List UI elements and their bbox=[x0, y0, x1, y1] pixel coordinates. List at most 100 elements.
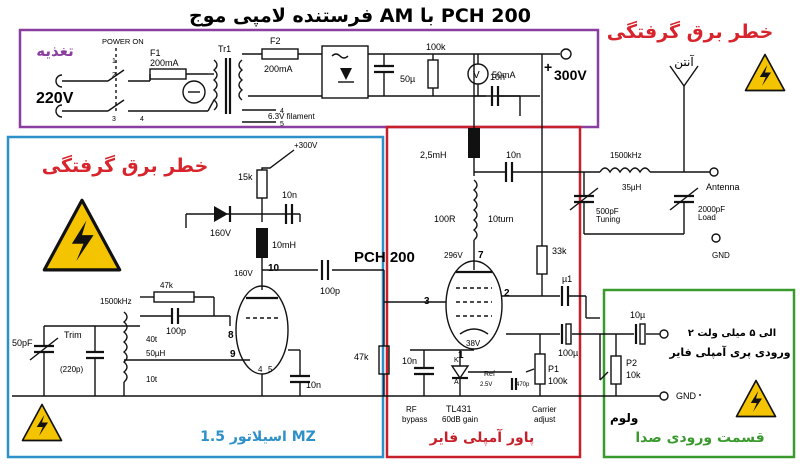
carrier-adjust-label-1: Carrier bbox=[532, 405, 557, 414]
osc-pin-10: 10 bbox=[268, 263, 280, 274]
power-on-label: POWER ON bbox=[102, 37, 144, 46]
ground-icon bbox=[711, 233, 721, 243]
power-amp-box bbox=[385, 125, 582, 459]
audio-input-circuit: 10µ ۲ الی ۵ میلی ولت ورودی پری آمپلی فای… bbox=[599, 310, 791, 426]
power-amp-label: پاور آمپلی فایر bbox=[429, 428, 534, 446]
osc-node-160-label: 160V bbox=[234, 269, 253, 278]
svg-text:+: + bbox=[544, 59, 552, 75]
antenna-freq: 1500kHz bbox=[610, 151, 642, 160]
tuning-cap-value: 500pF bbox=[596, 207, 619, 216]
hazard-icon bbox=[21, 403, 63, 442]
amp-p1-value: 100k bbox=[548, 376, 568, 386]
page-title: فرستنده لامپی موج AM با PCH 200 bbox=[189, 5, 531, 27]
antenna-persian-label: آنتن bbox=[674, 54, 694, 70]
warning-text-oscillator: خطر برق گرفتگی bbox=[42, 154, 209, 177]
warning-text-top: خطر برق گرفتگی bbox=[607, 20, 774, 43]
rf-bypass-label-1: RF bbox=[406, 405, 417, 414]
amp-cmu1-label: µ1 bbox=[562, 274, 572, 284]
power-amp-circuit: 10n 2,5mH 10n 100R 10turn 296V 7 2 3 1 3… bbox=[354, 54, 600, 424]
amp-pin-1: 1 bbox=[458, 350, 464, 361]
osc-pin-5: 5 bbox=[268, 365, 273, 374]
osc-c10n-bottom-label: 10n bbox=[306, 380, 321, 390]
audio-gnd-label: GND bbox=[676, 391, 697, 401]
osc-pin-8: 8 bbox=[228, 330, 234, 341]
amp-p1-label: P1 bbox=[548, 364, 559, 374]
load-cap-value: 2000pF bbox=[698, 205, 725, 214]
osc-choke-label: 10mH bbox=[272, 240, 296, 250]
tube-model-label: PCH 200 bbox=[354, 249, 415, 266]
tuning-cap-label: Tuning bbox=[596, 215, 620, 224]
switch-pin-1: 1 bbox=[112, 58, 116, 65]
amp-pin-2: 2 bbox=[504, 288, 510, 299]
audio-c10u-label: 10µ bbox=[630, 310, 645, 320]
audio-p2-label: P2 bbox=[626, 358, 637, 368]
tl431-label: TL431 bbox=[446, 404, 472, 414]
filament-label: 6.3V filament bbox=[268, 112, 315, 121]
meter-label: 50mA bbox=[492, 70, 516, 80]
osc-pin-9: 9 bbox=[230, 349, 236, 360]
antenna-terminal-label: Antenna bbox=[706, 182, 740, 192]
osc-r47k-label: 47k bbox=[160, 281, 174, 290]
hazard-icon bbox=[735, 379, 777, 418]
osc-coupling-label: 100p bbox=[320, 286, 340, 296]
osc-c50pf-label: 50pF bbox=[12, 338, 33, 348]
osc-r15k-label: 15k bbox=[238, 172, 253, 182]
power-supply-label: تغذیه bbox=[36, 42, 74, 60]
audio-level-note-1: ۲ الی ۵ میلی ولت bbox=[688, 328, 776, 339]
tube-icon bbox=[235, 285, 289, 375]
tl431-k: K bbox=[454, 357, 459, 364]
amp-r47k-label: 47k bbox=[354, 352, 369, 362]
tl431-v25: 2.5V bbox=[480, 382, 492, 388]
oscillator-circuit: +300V 15k 160V 10n 10mH 160V 10 100p 8 9… bbox=[12, 141, 384, 396]
carrier-adjust-label-2: adjust bbox=[534, 415, 556, 424]
fuse-f1-rating: 200mA bbox=[150, 58, 179, 68]
mains-voltage: 220V bbox=[36, 90, 74, 107]
osc-coil-50uh: 50µH bbox=[146, 349, 166, 358]
osc-coil-10t: 10t bbox=[146, 375, 158, 384]
transformer-label: Tr1 bbox=[218, 44, 231, 54]
tl431-ref: Ref bbox=[484, 371, 495, 378]
amp-pin-7: 7 bbox=[478, 250, 484, 261]
osc-coil-40t: 40t bbox=[146, 335, 158, 344]
audio-level-note-2: ورودی پری آمپلی فایر bbox=[668, 345, 790, 359]
amp-choke-label: 2,5mH bbox=[420, 150, 447, 160]
volume-label: ولوم bbox=[610, 411, 638, 426]
tl431-a: A bbox=[454, 379, 459, 386]
fuse-f2-rating: 200mA bbox=[264, 64, 293, 74]
hv-label: 300V bbox=[554, 67, 587, 83]
fuse-f2-label: F2 bbox=[270, 36, 281, 46]
tl431-gain: 60dB gain bbox=[442, 415, 478, 424]
filament-pin-4: 4 bbox=[280, 108, 284, 115]
amp-c10n-bypass-label: 10n bbox=[402, 356, 417, 366]
audio-p2-value: 10k bbox=[626, 370, 641, 380]
hazard-icon bbox=[42, 198, 122, 272]
svg-text:V: V bbox=[473, 70, 480, 81]
amp-r33k-label: 33k bbox=[552, 246, 567, 256]
amp-v296-label: 296V bbox=[444, 251, 463, 260]
power-supply: 220V POWER ON 1 2 3 4 F1 200mA Tr1 bbox=[36, 36, 587, 128]
switch-pin-4: 4 bbox=[140, 116, 144, 123]
amp-v38-label: 38V bbox=[466, 339, 481, 348]
amp-c10n-top-label: 10n bbox=[490, 72, 505, 82]
amp-c10n-mid-label: 10n bbox=[506, 150, 521, 160]
audio-input-box bbox=[602, 288, 796, 459]
antenna-gnd-label: GND bbox=[712, 251, 730, 260]
osc-freq-label: 1500kHz bbox=[100, 297, 132, 306]
hazard-icon bbox=[744, 53, 786, 92]
switch-pin-3: 3 bbox=[112, 116, 116, 123]
oscillator-box bbox=[6, 135, 385, 459]
osc-supply-label: +300V bbox=[294, 141, 318, 150]
antenna-l35uh: 35µH bbox=[622, 183, 642, 192]
tube-icon bbox=[445, 260, 503, 350]
osc-trim-label: Trim bbox=[64, 330, 82, 340]
rf-bypass-label-2: bypass bbox=[402, 415, 427, 424]
osc-trim-value: (220p) bbox=[60, 365, 83, 374]
switch-pin-2: 2 bbox=[112, 72, 116, 79]
osc-c10n-top-label: 10n bbox=[282, 190, 297, 200]
amp-l10turn-label: 10turn bbox=[488, 214, 514, 224]
load-cap-label: Load bbox=[698, 213, 716, 222]
osc-zener-label: 160V bbox=[210, 228, 231, 238]
filter-cap-label: 50µ bbox=[400, 74, 415, 84]
antenna-circuit: آنتن 1500kHz 35µH Antenna 500pF Tuning 2… bbox=[569, 54, 740, 260]
